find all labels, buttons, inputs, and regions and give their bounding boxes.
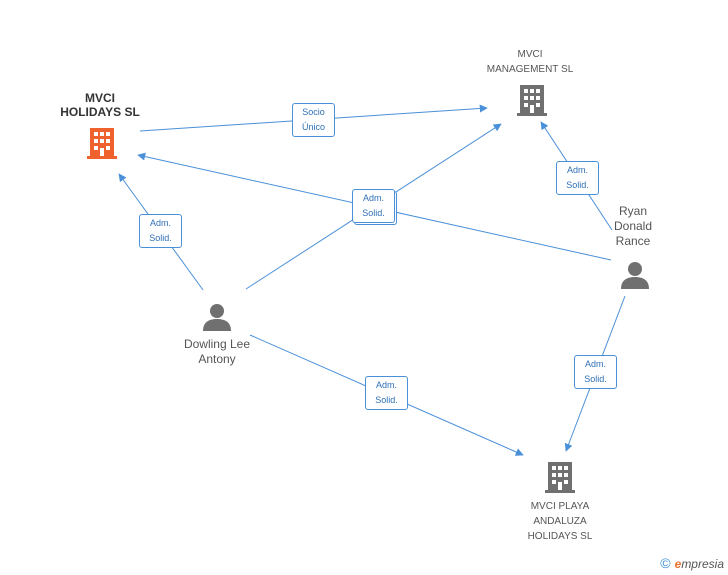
company-name-mvci-holidays[interactable]: MVCI HOLIDAYS SL (60, 91, 140, 119)
person-icon[interactable] (202, 302, 232, 332)
edge-label-adm-solid[interactable]: Adm. Solid. (556, 161, 599, 195)
person-icon[interactable] (620, 260, 650, 290)
copyright-symbol: © (660, 555, 671, 571)
edge-label-socio-unico[interactable]: Socio Único (292, 103, 335, 137)
person-name-dowling[interactable]: Dowling Lee Antony (183, 337, 251, 366)
empresia-logo: empresia (674, 557, 724, 571)
edge-label-adm-solid[interactable]: Adm. Solid. (574, 355, 617, 389)
company-name-mvci-management[interactable]: MVCI MANAGEMENT SL (486, 49, 574, 75)
company-building-icon[interactable] (516, 83, 548, 117)
edge-label-adm-solid[interactable]: Adm. Solid. (139, 214, 182, 248)
edge-label-adm-solid[interactable]: Adm. Solid. (352, 189, 395, 223)
company-building-icon[interactable] (86, 126, 118, 160)
company-building-icon[interactable] (544, 460, 576, 494)
footer-brand: ©empresia (660, 555, 724, 571)
person-name-ryan[interactable]: Ryan Donald Rance (613, 204, 653, 248)
edge-label-adm-solid[interactable]: Adm. Solid. (365, 376, 408, 410)
company-name-mvci-playa[interactable]: MVCI PLAYA ANDALUZA HOLIDAYS SL (527, 501, 593, 542)
